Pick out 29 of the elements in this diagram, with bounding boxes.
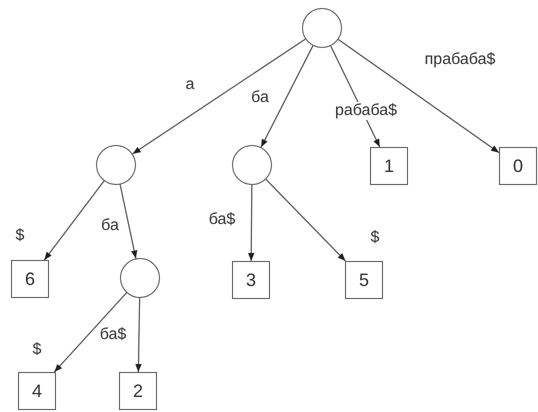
leaf-box bbox=[370, 147, 408, 185]
arrow bbox=[260, 46, 314, 148]
tree-node-circle bbox=[120, 258, 160, 298]
suffix-index: 0 bbox=[512, 157, 523, 175]
leaf-box bbox=[119, 372, 157, 410]
arrow bbox=[44, 180, 104, 260]
leaf-box bbox=[11, 260, 49, 298]
tree-node-circle bbox=[96, 145, 136, 185]
suffix-index: 3 bbox=[246, 271, 256, 289]
tree-node-circle bbox=[232, 145, 272, 185]
arrow bbox=[54, 292, 127, 372]
suffix-index: 5 bbox=[358, 271, 369, 289]
suffix-index: 4 bbox=[32, 382, 42, 400]
suffix-index: 2 bbox=[132, 382, 143, 400]
arrow bbox=[248, 185, 254, 261]
arrow bbox=[120, 184, 138, 259]
arrow bbox=[266, 178, 346, 262]
edge-label: прабаба$ bbox=[424, 51, 496, 69]
suffix-index: 1 bbox=[384, 157, 394, 175]
arrow bbox=[338, 39, 500, 154]
leaf-box bbox=[345, 261, 383, 299]
arrow bbox=[135, 298, 142, 372]
tree-node-circle bbox=[302, 8, 342, 48]
leaf-box bbox=[232, 261, 270, 299]
suffix-index: 6 bbox=[24, 270, 35, 288]
edge-label: рабаба$ bbox=[334, 102, 398, 120]
leaf-box bbox=[499, 147, 537, 185]
leaf-box bbox=[18, 372, 56, 410]
arrow bbox=[132, 38, 306, 154]
